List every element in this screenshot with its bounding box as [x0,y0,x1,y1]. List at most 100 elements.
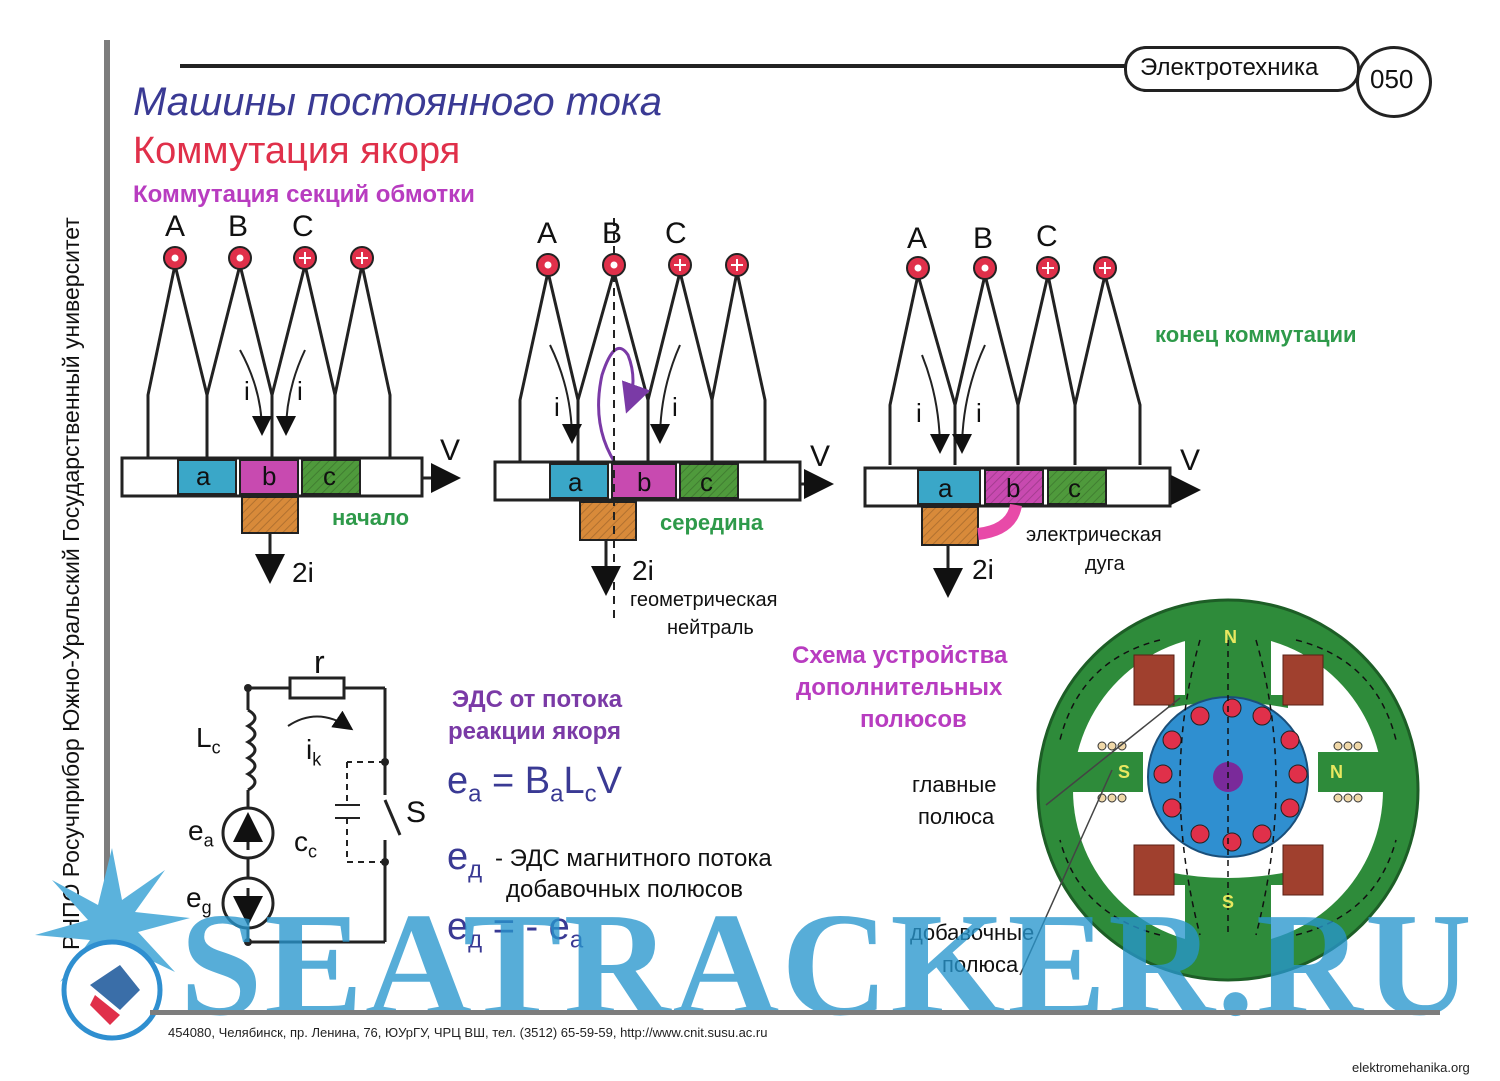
circuit-nodes [244,684,389,946]
page-number: 050 [1370,64,1414,94]
terminal-dots-3 [906,256,1117,280]
segment-a-3 [917,469,981,505]
main-poles-label-1: главные [912,772,997,797]
brush-3-hatch [922,507,978,545]
stage2-seg-b: b [637,467,652,497]
stage3-letter-a: A [907,222,928,255]
stage1-brush-current: 2i [292,557,314,588]
stage1-letter-c: C [292,210,314,243]
current-arrows-3 [921,344,986,454]
stage2-brush-current: 2i [632,555,654,586]
stage3-name: конец коммутации [1155,322,1357,347]
page-title: Машины постоянного тока [133,80,663,124]
coil-zigzag-2 [518,266,767,465]
circuit-ik: ik [306,734,322,770]
terminal-marks-3 [914,262,1111,274]
footer-rule [150,1010,1440,1015]
segment-b-2 [611,463,677,499]
current-arrows-1 [239,349,306,436]
stage3-letter-b: B [973,222,994,255]
pole-left-label: S [1118,762,1131,782]
brush-2-hatch [580,502,636,540]
stage3-speed: V [1180,444,1201,477]
segment-a-1 [177,459,237,495]
stage3-brush-current: 2i [972,554,994,585]
segment-c-2-hatch [680,464,738,498]
neutral-label-1: геометрическая [630,589,778,611]
neutral-label-2: нейтраль [667,617,754,639]
capacitor-plates [335,804,360,819]
pole-bottom-label: S [1222,892,1235,912]
stage3-seg-a: a [938,473,953,503]
page-number-badge [1356,46,1432,118]
coil-zigzag-1 [146,264,392,460]
stage2-letter-b: B [602,217,623,250]
footer-site: elektromehanika.org [1352,1060,1470,1075]
main-poles-label-2: полюса [918,804,995,829]
ed-description-1: - ЭДС магнитного потока [495,845,772,872]
segment-b-3-hatch [985,470,1043,504]
loop-current-arrow [597,346,651,471]
terminal-marks-1 [171,252,368,264]
machine-heading-1: Схема устройства [792,642,1008,669]
stage3-current-right: i [976,398,982,428]
stage1-current-left: i [244,376,250,406]
stage1-seg-a: a [196,461,211,491]
segment-c-3-hatch [1048,470,1106,504]
stage2-letter-a: A [537,217,558,250]
stage2-speed: V [810,440,831,473]
stage2-current-left: i [554,392,560,422]
add-poles-label-1: добавочные [910,920,1035,945]
emf-heading-1: ЭДС от потока [452,686,623,713]
emf-heading-2: реакции якоря [448,718,622,745]
stage2-seg-a: a [568,467,583,497]
subject-label: Электротехника [1140,54,1319,81]
add-poles-label-2: полюса [942,952,1019,977]
current-arrows-2 [549,344,681,444]
segment-c-1-hatch [302,460,360,494]
subject-badge [1124,46,1360,92]
machine-cross-section [1019,598,1420,982]
stage-1 [120,246,461,584]
logo-mark [35,848,190,1041]
circuit-r: r [314,644,325,680]
stage1-letter-a: A [165,210,186,243]
header-rule [180,64,1130,68]
formula-ed: eд = - ea [447,906,584,954]
stage2-seg-c: c [700,467,713,497]
watermark: SEATRACKER.RU [180,883,1474,1047]
stage2-letter-c: C [665,217,687,250]
stage2-current-right: i [672,392,678,422]
page-subtitle: Коммутация якоря [133,130,461,172]
stage3-letter-c: C [1036,220,1058,253]
stage-3 [863,256,1201,598]
stage1-seg-c: c [323,461,336,491]
arc-label-2: дуга [1085,553,1125,575]
ed-symbol: eд [447,836,483,884]
stage3-current-left: i [916,398,922,428]
terminal-dots-2 [536,253,749,277]
circuit-switch: S [406,796,427,829]
terminal-marks-2 [544,259,743,271]
segment-b-1 [239,459,299,495]
ed-description-2: добавочных полюсов [506,876,744,903]
stage1-letter-b: B [228,210,249,243]
stage-2 [493,218,834,622]
brush-1-hatch [242,497,298,533]
circuit-eg: eg [186,882,212,918]
segment-a-2 [549,463,609,499]
pole-top-label: N [1224,627,1237,647]
pole-right-label: N [1330,762,1343,782]
capacitor-dashed [346,761,385,863]
section-title: Коммутация секций обмотки [133,181,475,208]
arc-label-1: электрическая [1026,524,1162,546]
stage2-name: середина [660,510,764,535]
stage3-seg-b: b [1006,473,1021,503]
circuit-ea: ea [188,815,214,851]
terminal-dots-1 [163,246,374,270]
stage1-current-right: i [297,376,303,406]
coil-zigzag-3 [888,274,1142,465]
circuit-L: Lc [196,722,221,758]
